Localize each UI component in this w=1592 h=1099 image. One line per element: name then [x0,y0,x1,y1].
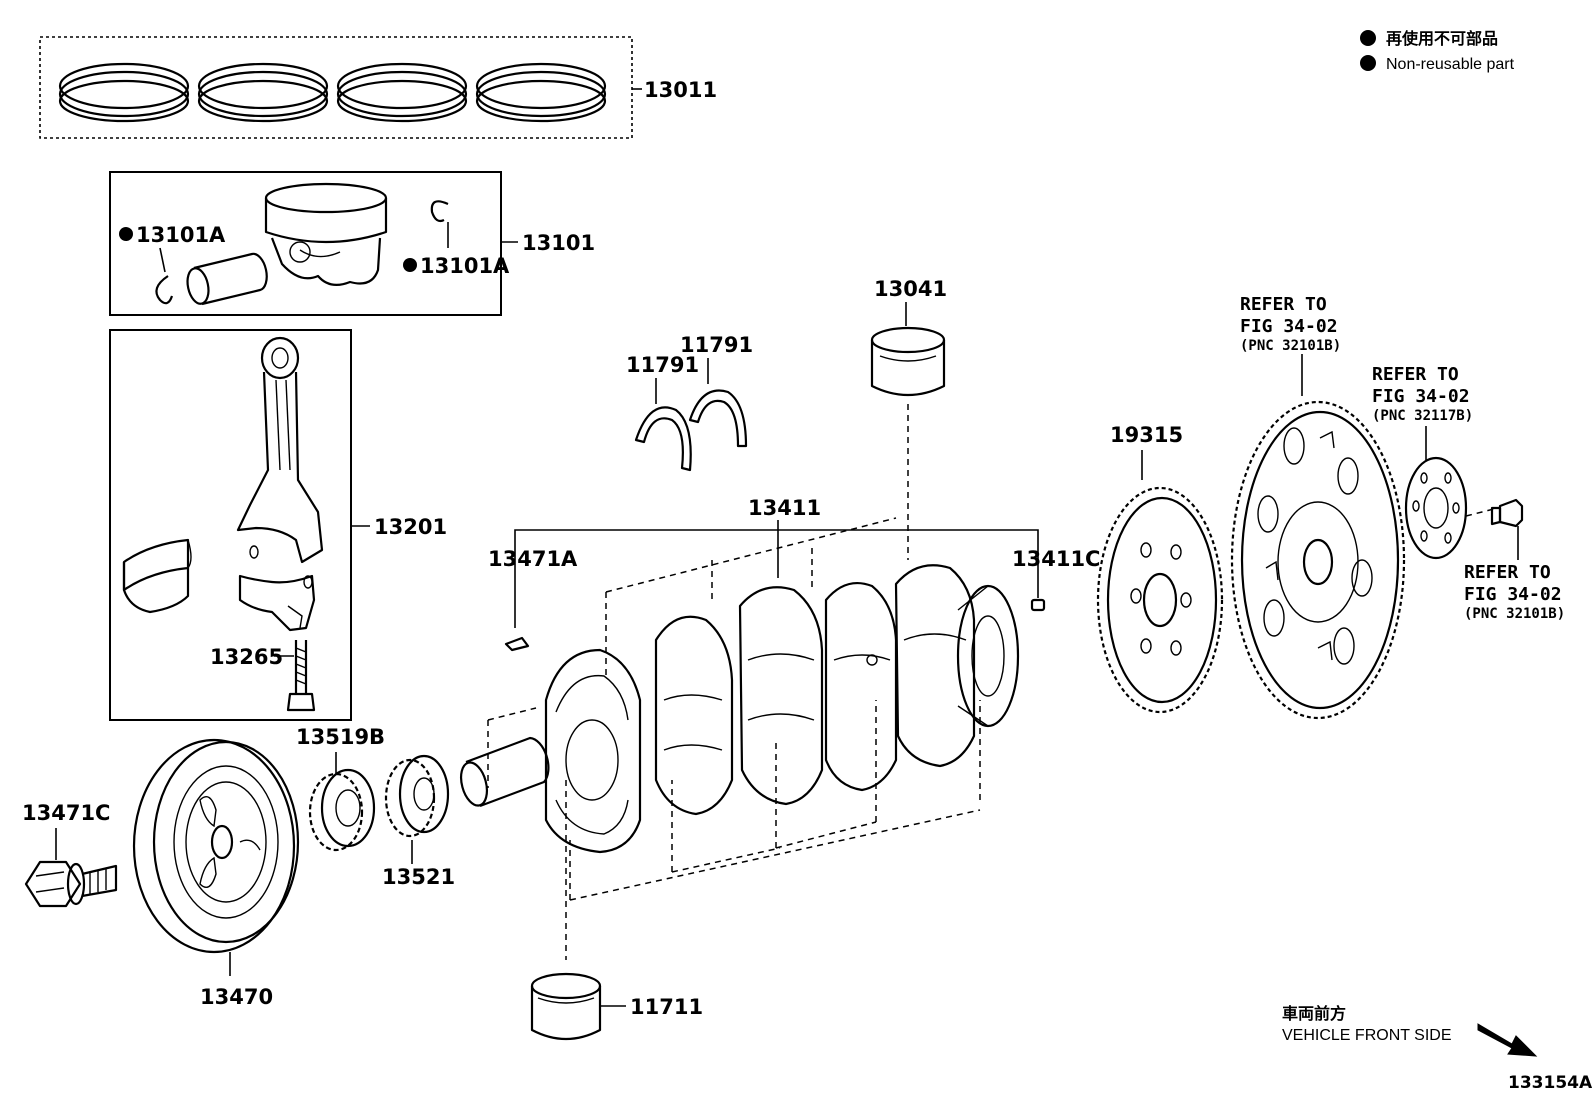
non-reusable-dot-icon [403,258,417,272]
label-13471c[interactable]: 13471C [22,801,110,825]
crankshaft-icon [459,564,1020,854]
label-13011[interactable]: 13011 [644,78,717,102]
ref-bolt-line1: REFER TO [1464,562,1551,583]
piston-icon [264,182,388,287]
ref-flywheel-line3: (PNC 32101B) [1240,338,1341,354]
pulley-icon [132,738,300,954]
legend-jp: 再使用不可部品 [1386,29,1498,48]
label-11791-a[interactable]: 11791 [626,353,699,377]
piston-assembly[interactable]: 13101A 13101A 13101 [109,171,595,316]
sprocket-icon [384,754,450,838]
label-13041[interactable]: 13041 [874,277,947,301]
ref-bolt-line3: (PNC 32101B) [1464,606,1565,622]
label-13411[interactable]: 13411 [748,496,821,520]
rod-cap-icon [238,545,316,632]
vehicle-front-indicator: 車両前方 VEHICLE FRONT SIDE [1282,1004,1538,1057]
non-reusable-dot-icon [119,227,133,241]
pulley-bolt[interactable]: 13471C [22,801,118,908]
sprocket-b-icon [308,768,376,852]
direction-en: VEHICLE FRONT SIDE [1282,1027,1452,1044]
label-13201[interactable]: 13201 [374,515,447,539]
bearing-shell-icon [870,326,946,396]
crank-sprocket-b[interactable]: 13519B [296,725,385,852]
ref-flywheel-line1: REFER TO [1240,294,1327,315]
flywheel-bolt-reference[interactable]: REFER TO FIG 34-02 (PNC 32101B) [1464,498,1565,622]
connecting-rod-icon [236,336,324,564]
ring-3-icon [336,62,468,123]
thrust-washers[interactable]: 11791 11791 [626,333,753,472]
ring-4-icon [475,62,607,123]
piston-box [109,171,502,316]
label-19315[interactable]: 19315 [1110,423,1183,447]
label-11711[interactable]: 11711 [630,995,703,1019]
conrod-box [109,329,352,721]
label-13101a-right[interactable]: 13101A [420,254,510,278]
direction-jp: 車両前方 [1282,1004,1346,1023]
drive-plate[interactable]: 19315 [1096,423,1224,714]
label-13519b[interactable]: 13519B [296,725,385,749]
flywheel-bolt-icon [1490,498,1524,528]
ring-1-icon [58,62,190,123]
crankshaft-bracket [514,529,1039,578]
crankshaft-assembly[interactable]: 13411 13471A 13411C [457,496,1101,960]
label-13101[interactable]: 13101 [522,231,595,255]
label-13470[interactable]: 13470 [200,985,273,1009]
non-reusable-dot-icon [1360,30,1376,46]
front-arrow-icon [1477,1023,1538,1057]
piston-ring-set[interactable]: 13011 [39,36,717,139]
thrust-washer-left-icon [634,406,692,472]
thrust-washer-right-icon [688,389,748,448]
snap-ring-right-icon [430,200,449,223]
pin-icon [1030,598,1046,612]
ref-plate-line2: FIG 34-02 [1372,386,1470,407]
ring-set-box [39,36,633,139]
crank-pulley[interactable]: 13470 [132,738,300,1009]
flywheel-reference[interactable]: REFER TO FIG 34-02 (PNC 32101B) [1230,294,1406,720]
connecting-rod-assembly[interactable]: 13201 13265 [109,329,447,721]
plate-reference[interactable]: REFER TO FIG 34-02 (PNC 32117B) [1372,364,1473,560]
ref-flywheel-line2: FIG 34-02 [1240,316,1338,337]
legend-en: Non-reusable part [1386,56,1515,73]
drive-plate-icon [1096,486,1224,714]
label-13265[interactable]: 13265 [210,645,283,669]
piston-pin-icon [186,252,268,306]
legend: 再使用不可部品 Non-reusable part [1360,29,1515,73]
rod-bolt-icon [286,640,316,712]
ref-bolt-line2: FIG 34-02 [1464,584,1562,605]
bearing-shell-icon [530,972,602,1040]
key-icon [504,636,530,652]
rod-bearing-icon [122,538,192,614]
label-13101a-left[interactable]: 13101A [136,223,226,247]
label-13521[interactable]: 13521 [382,865,455,889]
ring-2-icon [197,62,329,123]
crank-sprocket[interactable]: 13521 [382,754,455,889]
label-13471a[interactable]: 13471A [488,547,578,571]
crank-bearing-upper[interactable]: 13041 [870,277,947,560]
snap-ring-left-icon [155,275,174,305]
crank-bearing-lower[interactable]: 11711 [530,972,703,1040]
ref-plate-line3: (PNC 32117B) [1372,408,1473,424]
diagram-id: 133154A [1508,1073,1592,1093]
label-13411c[interactable]: 13411C [1012,547,1100,571]
flywheel-icon [1230,400,1406,720]
bolt-icon [24,860,118,908]
ref-plate-line1: REFER TO [1372,364,1459,385]
spacer-plate-icon [1404,456,1468,560]
label-11791-b[interactable]: 11791 [680,333,753,357]
non-reusable-dot-icon [1360,55,1376,71]
